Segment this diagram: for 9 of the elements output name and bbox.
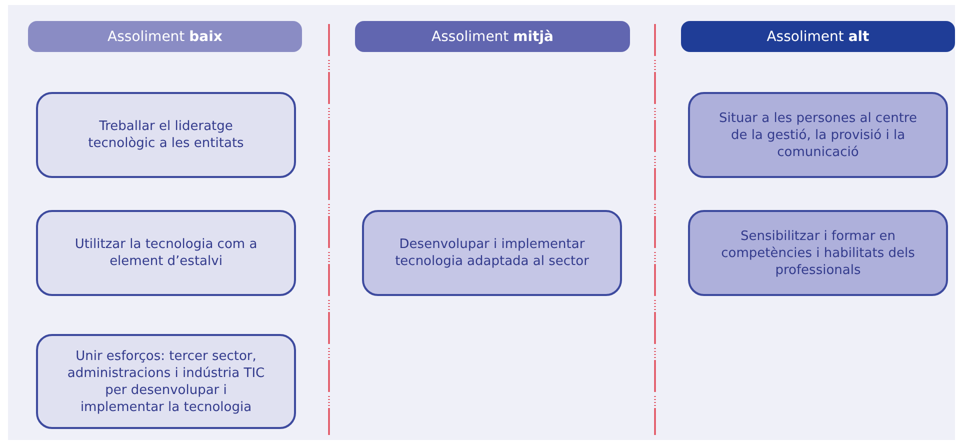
goal-box: Desenvolupar i implementar tecnologia adaptada al sector bbox=[362, 210, 622, 296]
goal-box: Treballar el lideratge tecnològic a les entitats bbox=[36, 92, 296, 178]
column-header: Assoliment alt bbox=[681, 21, 955, 52]
goal-box: Unir esforços: tercer sector, administracions i indústria TIC per desenvolupar i implementar la tecnologia bbox=[36, 334, 296, 429]
column-header: Assoliment mitjà bbox=[355, 21, 630, 52]
goal-box: Utilitzar la tecnologia com a element d’estalvi bbox=[36, 210, 296, 296]
goal-box: Situar a les persones al centre de la gestió, la provisió i la comunicació bbox=[688, 92, 948, 178]
column-header: Assoliment baix bbox=[28, 21, 302, 52]
goal-box: Sensibilitzar i formar en competències i habilitats dels professionals bbox=[688, 210, 948, 296]
